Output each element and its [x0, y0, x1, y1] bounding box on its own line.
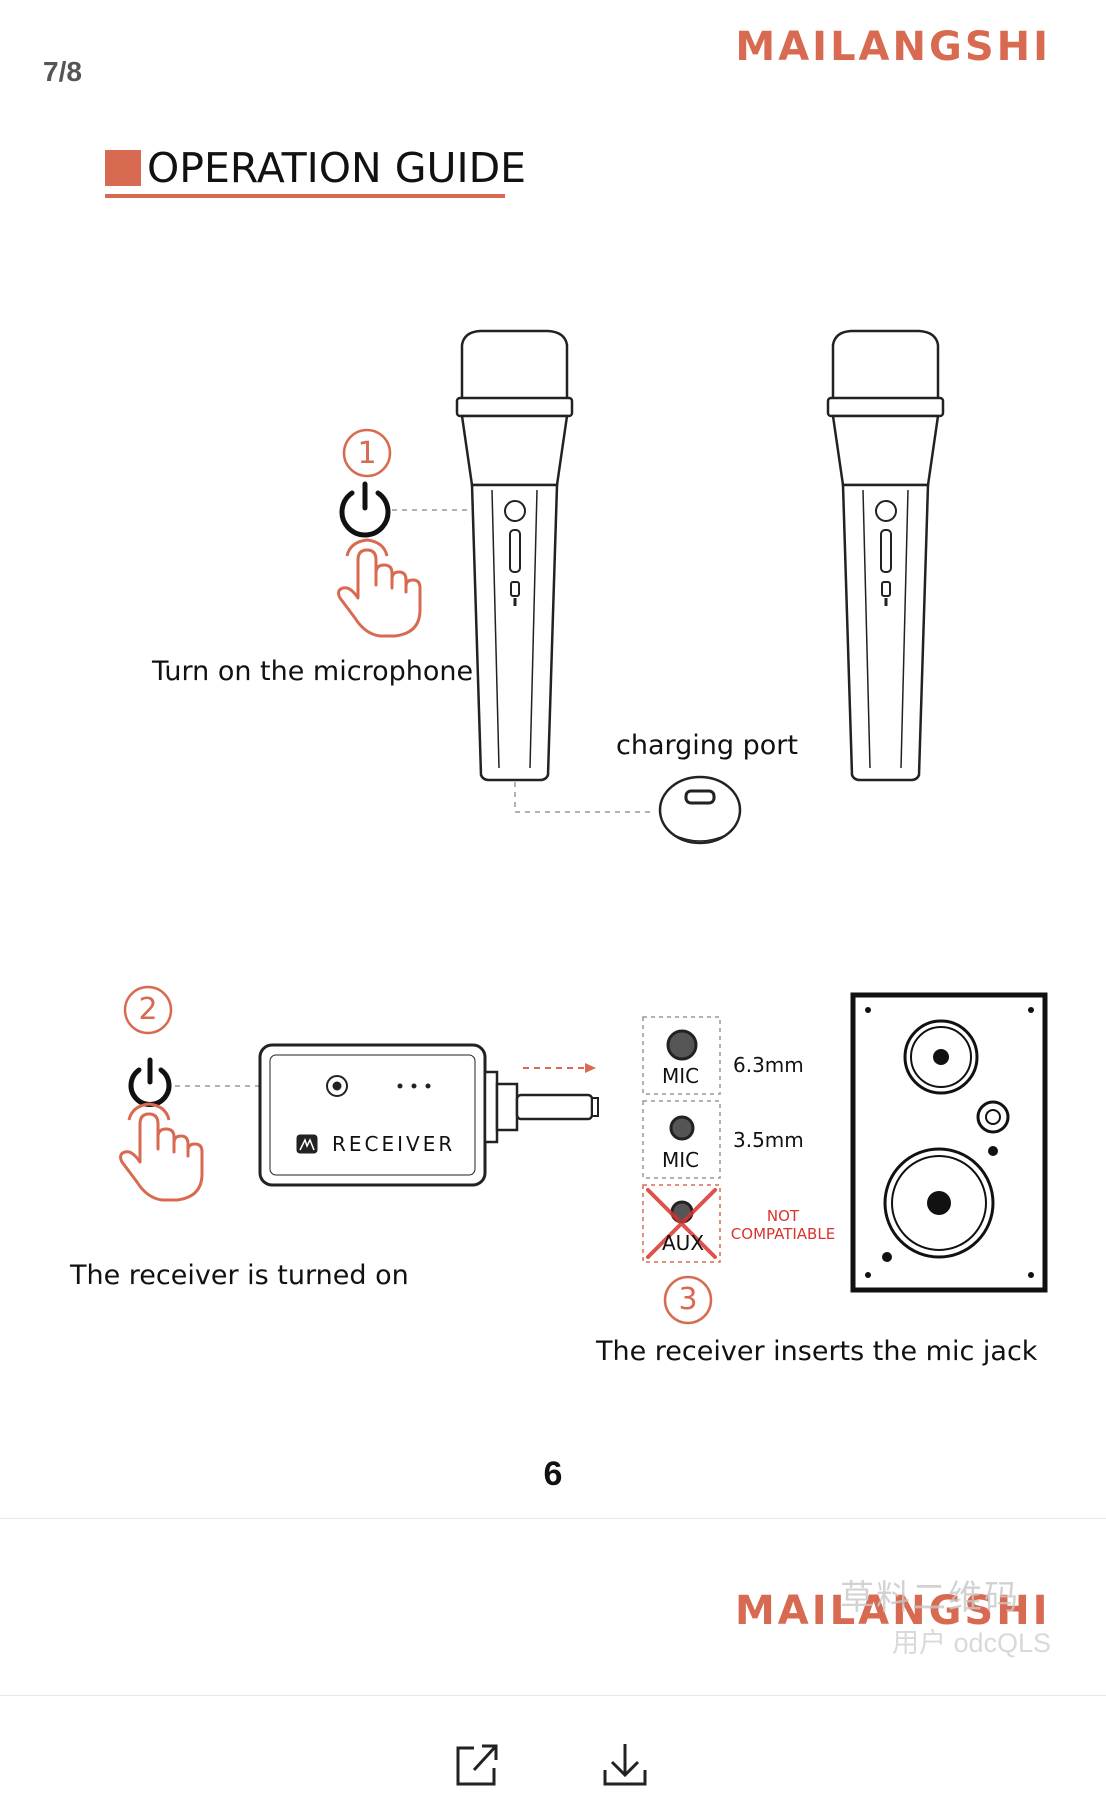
charging-port-icon [658, 775, 742, 845]
jack-size: 6.3mm [733, 1053, 804, 1077]
receiver-label: RECEIVER [332, 1132, 456, 1156]
jack-3-5mm-icon [669, 1115, 695, 1141]
jack-label: MIC [662, 1064, 700, 1088]
microphone-right [826, 329, 945, 782]
step2-illustration [119, 985, 1048, 1325]
step2-caption: The receiver is turned on [70, 1260, 409, 1291]
not-compatible-note: NOT COMPATIABLE [728, 1207, 838, 1243]
toolbar-divider [0, 1695, 1106, 1696]
share-icon [456, 1744, 498, 1786]
section-title-text: OPERATION GUIDE [147, 144, 527, 192]
jack-6-3mm-icon [666, 1029, 698, 1061]
watermark-user: 用户 odcQLS [892, 1628, 1052, 1658]
brand-logo: MAILANGSHI [735, 24, 1051, 70]
download-button[interactable] [600, 1740, 650, 1790]
receiver-device [258, 1043, 599, 1187]
jack-size: 3.5mm [733, 1128, 804, 1152]
title-square-mark [105, 150, 141, 186]
step3-number: 3 [678, 1282, 698, 1317]
step1-caption: Turn on the microphone [152, 656, 474, 687]
not-compatible-line1: NOT [766, 1207, 800, 1225]
share-button[interactable] [452, 1740, 502, 1790]
jack-label: MIC [662, 1148, 700, 1172]
page-counter: 7/8 [43, 56, 82, 87]
not-compatible-cross-icon [646, 1188, 717, 1259]
microphone-left [455, 329, 574, 782]
hand-pointer-icon [119, 1102, 204, 1202]
charging-port-label: charging port [616, 730, 798, 761]
brand-logo-next-page: MAILANGSHI [735, 1588, 1051, 1634]
section-title: OPERATION GUIDE [105, 144, 526, 192]
power-icon [339, 481, 391, 538]
watermark-text: 草料二维码 [840, 1579, 1020, 1617]
title-underline [105, 194, 505, 198]
step1-number: 1 [357, 436, 377, 471]
speaker-icon [850, 992, 1048, 1293]
download-icon [603, 1744, 647, 1786]
not-compatible-line2: COMPATIABLE [730, 1225, 836, 1243]
step2-number: 2 [138, 992, 158, 1027]
jack-list [642, 1016, 721, 1263]
step3-caption: The receiver inserts the mic jack [596, 1336, 1038, 1367]
power-icon [128, 1057, 172, 1107]
step1-illustration [337, 329, 945, 845]
page-number: 6 [543, 1455, 563, 1493]
jack-label: AUX [662, 1231, 705, 1255]
page-divider [0, 1518, 1106, 1519]
hand-pointer-icon [337, 538, 422, 638]
